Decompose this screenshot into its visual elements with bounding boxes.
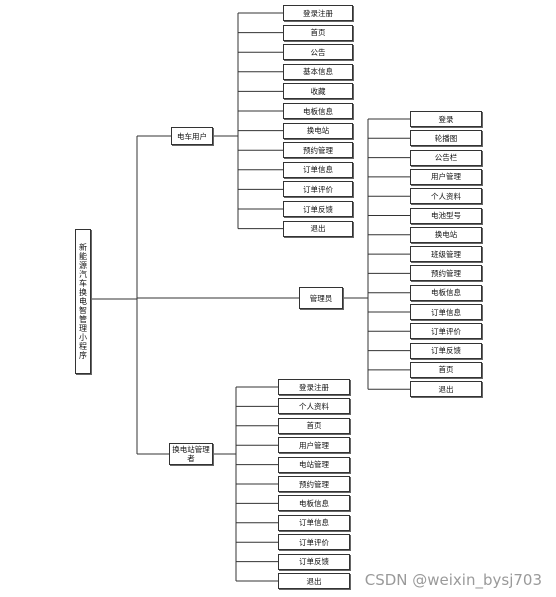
leaf-node: 用户管理 (410, 168, 482, 185)
watermark: CSDN @weixin_bysj703 (364, 571, 542, 589)
leaf-node: 订单信息 (283, 161, 353, 178)
leaf-node: 登录 (410, 111, 482, 127)
leaf-node: 首页 (283, 24, 353, 41)
leaf-node: 电板信息 (410, 284, 482, 301)
leaf-node: 退出 (410, 381, 482, 398)
root-node: 新能源汽车换电智管理小程序 (75, 229, 91, 374)
leaf-node: 订单反馈 (278, 553, 350, 570)
leaf-node: 首页 (278, 417, 350, 434)
branch-node-admin: 管理员 (299, 287, 343, 309)
leaf-node: 登录注册 (278, 379, 350, 395)
leaf-node: 预约管理 (283, 142, 353, 159)
leaf-node: 登录注册 (283, 5, 353, 21)
leaf-node: 换电站 (410, 226, 482, 243)
leaf-node: 换电站 (283, 122, 353, 139)
leaf-node: 预约管理 (278, 476, 350, 492)
leaf-node: 基本信息 (283, 63, 353, 80)
leaf-node: 个人资料 (278, 398, 350, 415)
leaf-node: 个人资料 (410, 188, 482, 205)
leaf-node: 预约管理 (410, 265, 482, 282)
leaf-node: 退出 (278, 573, 350, 589)
leaf-node: 订单信息 (278, 514, 350, 531)
leaf-node: 订单评价 (283, 181, 353, 198)
leaf-node: 订单反馈 (410, 342, 482, 359)
leaf-node: 班级管理 (410, 246, 482, 263)
leaf-node: 公告栏 (410, 149, 482, 166)
leaf-node: 电板信息 (278, 495, 350, 512)
leaf-node: 轮播图 (410, 130, 482, 147)
leaf-node: 用户管理 (278, 437, 350, 454)
leaf-node: 收藏 (283, 83, 353, 100)
leaf-node: 电池型号 (410, 207, 482, 224)
leaf-node: 订单评价 (278, 534, 350, 551)
leaf-node: 订单反馈 (283, 201, 353, 217)
leaf-node: 退出 (283, 220, 353, 237)
leaf-node: 公告 (283, 44, 353, 61)
leaf-node: 电板信息 (283, 103, 353, 119)
branch-node-ev-user: 电车用户 (171, 127, 213, 145)
leaf-node: 首页 (410, 361, 482, 378)
leaf-node: 订单信息 (410, 304, 482, 320)
leaf-node: 电站管理 (278, 456, 350, 473)
leaf-node: 订单评价 (410, 323, 482, 340)
branch-node-station-manager: 换电站管理者 (169, 443, 213, 465)
